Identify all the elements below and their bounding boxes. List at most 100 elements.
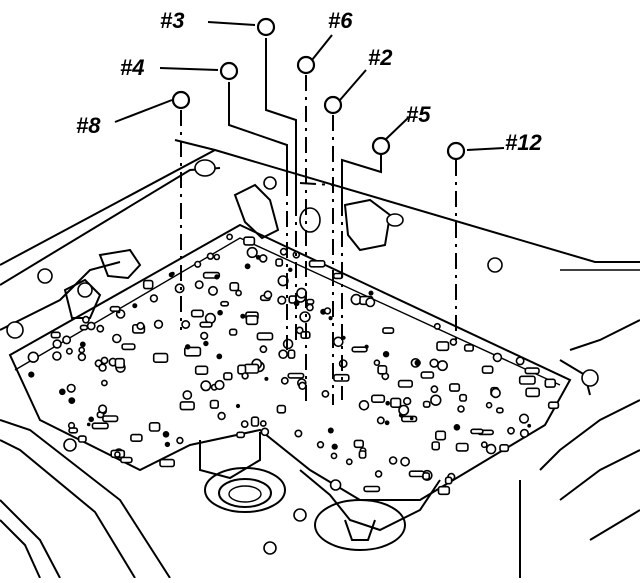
passage-hole [431,441,441,451]
passage-hole [414,359,421,367]
servo-bore [204,467,406,551]
passage-hole [328,316,333,321]
passage-hole [437,485,451,496]
passage-hole [59,388,66,396]
label-8: #8 [76,113,101,138]
passage-hole [382,351,390,358]
passage-hole [235,403,241,409]
passage-hole [213,253,221,261]
passage-hole [519,428,530,439]
passage-hole [390,397,402,408]
passage-hole [485,401,493,409]
check-balls [171,17,466,161]
passage-hole [86,321,96,331]
passage-hole [453,424,461,431]
passage-hole [65,347,73,355]
passage-hole [490,387,501,399]
passage-hole [507,426,515,435]
passage-hole [408,470,425,478]
passage-hole [306,298,315,305]
passage-hole [455,442,469,452]
passage-hole [226,233,233,241]
passage-hole [358,399,370,411]
checkball-12 [446,141,466,161]
passage-hole [481,365,494,374]
passage-hole [170,271,175,276]
passage-hole [256,332,274,341]
passage-hole [153,319,164,329]
passage-hole [470,428,484,435]
passage-hole [208,285,219,296]
passage-hole [77,435,87,443]
passage-hole [321,389,330,398]
passage-hole [182,390,193,400]
passage-hole [241,372,249,380]
passage-hole [228,328,238,336]
passage-hole [88,416,94,423]
passage-hole [351,346,368,353]
passage-hole [544,378,556,388]
passage-holes [27,233,560,496]
passage-hole [377,364,388,375]
passage-hole [458,393,468,402]
passage-hole [287,372,305,379]
passage-hole [98,363,107,372]
passage-hole [525,387,540,398]
checkball-6 [296,55,316,75]
passage-hole [373,359,381,367]
passage-hole [203,340,209,347]
passage-hole [436,341,450,352]
passage-hole [259,420,267,427]
passage-hole [101,379,108,387]
passage-hole [277,295,287,305]
passage-hole [243,363,260,374]
passage-hole [279,247,288,256]
passage-hole [102,415,119,423]
passage-hole [259,345,268,354]
passage-hole [364,344,369,349]
passage-hole [518,375,536,385]
passage-hole [62,335,72,345]
passage-hole [433,322,441,330]
passage-hole [449,338,458,346]
passage-hole [370,394,386,403]
passage-hole [199,321,213,328]
label-3: #3 [160,8,184,33]
passage-hole [162,431,170,438]
label-12: #12 [505,130,542,155]
passage-hole [403,397,412,406]
passage-hole [305,303,314,312]
passage-hole [149,294,159,303]
passage-hole [331,443,338,450]
passage-hole [400,415,418,423]
transmission-case [0,139,640,579]
passage-hole [130,433,143,443]
passage-hole [214,379,225,391]
passage-hole [214,274,220,280]
passage-hole [120,456,133,464]
checkball-2 [323,95,343,115]
passage-hole [185,344,191,350]
passage-hole [217,309,223,316]
passage-hole [82,315,90,324]
passage-hole [217,411,226,421]
passage-hole [159,458,175,468]
passage-hole [280,376,289,385]
passage-hole [216,353,223,360]
passage-hole [68,427,79,434]
bracket-parts [63,159,503,319]
passage-hole [250,416,260,427]
checkball-4 [219,61,239,81]
passage-hole [463,343,475,352]
passage-hole [237,364,247,375]
passage-hole [436,360,448,372]
passage-hole [152,352,169,364]
passage-hole [209,399,219,409]
passage-hole [480,441,488,449]
label-6: #6 [328,8,353,33]
passage-hole [429,358,439,368]
passage-hole [434,430,447,441]
passage-hole [264,376,269,381]
passage-hole [240,420,249,428]
